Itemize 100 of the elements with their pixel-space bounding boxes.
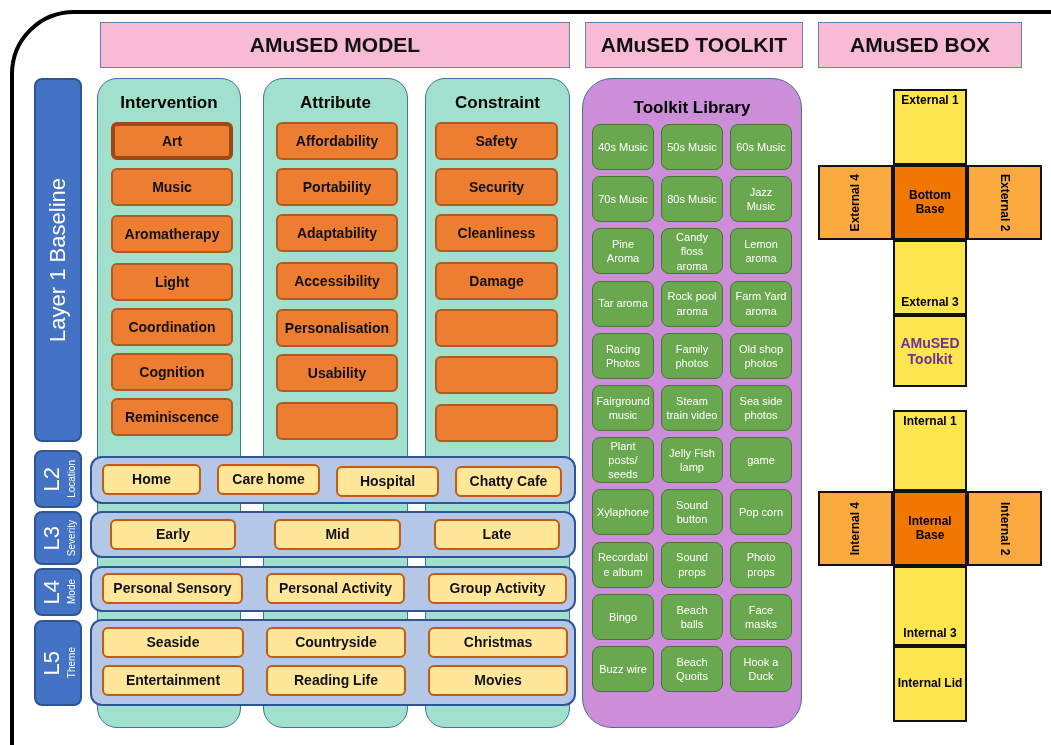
toolkit-item: Lemon aroma <box>730 228 792 275</box>
heading-text: L3 <box>38 525 64 551</box>
category-item: Adaptability <box>276 214 398 252</box>
option-item: Christmas <box>428 627 568 658</box>
box-net-face <box>818 491 893 566</box>
toolkit-item: 70s Music <box>592 176 654 223</box>
toolkit-item: 80s Music <box>661 176 723 223</box>
category-item: Safety <box>435 122 558 160</box>
heading-text: Intervention <box>120 93 218 113</box>
layer-tab <box>34 511 82 565</box>
option-item: Reading Life <box>266 665 406 696</box>
option-item: Entertainment <box>102 665 244 696</box>
category-item: Reminiscence <box>111 398 233 436</box>
toolkit-item: Sea side photos <box>730 385 792 431</box>
toolkit-item: Sound props <box>661 541 723 588</box>
toolkit-item: 40s Music <box>592 124 654 170</box>
heading-text: Internal 4 <box>848 501 863 556</box>
subheading-text: Severity <box>65 519 78 557</box>
category-item: Music <box>111 168 233 206</box>
heading-text: Constraint <box>455 93 540 113</box>
toolkit-item: Jelly Fish lamp <box>661 437 723 484</box>
toolkit-item: Old shop photos <box>730 332 792 379</box>
category-item: Cleanliness <box>435 214 558 252</box>
heading-text: Toolkit Library <box>633 98 751 118</box>
layer-tab <box>34 620 82 706</box>
category-item: Damage <box>435 262 558 300</box>
toolkit-item: Face masks <box>730 593 792 640</box>
empty-box <box>276 402 398 440</box>
option-item: Personal Activity <box>266 573 405 604</box>
heading-text: L2 <box>38 466 64 492</box>
heading-text: Layer 1 Baseline <box>45 178 71 342</box>
category-item: Usability <box>276 354 398 392</box>
toolkit-item: 60s Music <box>730 124 792 170</box>
empty-box <box>435 356 558 394</box>
heading-text: L5 <box>38 650 64 676</box>
category-item: Aromatherapy <box>111 215 233 253</box>
box-net-face: Internal 3 <box>893 566 967 646</box>
option-item: Early <box>110 519 236 550</box>
box-net-face: External 1 <box>893 89 967 165</box>
category-item: Security <box>435 168 558 206</box>
subheading-text: Location <box>65 460 78 498</box>
category-item: Portability <box>276 168 398 206</box>
toolkit-item: Photo props <box>730 541 792 588</box>
empty-box <box>435 404 558 442</box>
category-item: Personalisation <box>276 309 398 347</box>
box-net-face: AMuSED Toolkit <box>893 315 967 387</box>
toolkit-item: Xylaphone <box>592 489 654 536</box>
box-net-face <box>967 165 1042 240</box>
library-panel <box>582 78 802 728</box>
category-item: Accessibility <box>276 262 398 300</box>
toolkit-item: 50s Music <box>661 124 723 170</box>
option-item: Movies <box>428 665 568 696</box>
toolkit-item: Buzz wire <box>592 646 654 692</box>
category-item: Art <box>111 122 233 160</box>
toolkit-item: Jazz Music <box>730 176 792 223</box>
option-item: Group Activity <box>428 573 567 604</box>
toolkit-item: Pine Aroma <box>592 228 654 275</box>
box-net-face: Internal Lid <box>893 646 967 722</box>
heading-text: External 4 <box>848 173 863 232</box>
toolkit-item: Racing Photos <box>592 332 654 379</box>
option-item: Mid <box>274 519 401 550</box>
box-net-face: Bottom Base <box>893 165 967 240</box>
box-net-face <box>818 165 893 240</box>
category-item: Coordination <box>111 308 233 346</box>
toolkit-item: Recordable album <box>592 541 654 588</box>
toolkit-item: Candy floss aroma <box>661 228 723 275</box>
box-net-face: Internal 1 <box>893 410 967 491</box>
category-item: Cognition <box>111 353 233 391</box>
layer-tab <box>34 568 82 616</box>
category-item: Affordability <box>276 122 398 160</box>
box-net-face: External 3 <box>893 240 967 315</box>
toolkit-item: Plant posts/ seeds <box>592 437 654 484</box>
toolkit-item: game <box>730 437 792 484</box>
toolkit-item: Beach balls <box>661 593 723 640</box>
layer-tab <box>34 78 82 442</box>
option-item: Personal Sensory <box>102 573 243 604</box>
empty-box <box>435 309 558 347</box>
box-net-face <box>967 491 1042 566</box>
toolkit-item: Sound button <box>661 489 723 536</box>
toolkit-item: Hook a Duck <box>730 646 792 692</box>
heading-text: External 2 <box>997 173 1012 232</box>
box-net-face: Internal Base <box>893 491 967 566</box>
toolkit-item: Tar aroma <box>592 280 654 327</box>
option-item: Chatty Cafe <box>455 466 562 497</box>
category-item: Light <box>111 263 233 301</box>
toolkit-item: Steam train video <box>661 385 723 431</box>
header-banner: AMuSED BOX <box>818 22 1022 68</box>
subheading-text: Theme <box>65 647 78 679</box>
toolkit-item: Rock pool aroma <box>661 280 723 327</box>
layer-tab <box>34 450 82 508</box>
option-item: Home <box>102 464 201 495</box>
option-item: Countryside <box>266 627 406 658</box>
heading-text: L4 <box>38 579 64 605</box>
toolkit-item: Beach Quoits <box>661 646 723 692</box>
header-banner: AMuSED MODEL <box>100 22 570 68</box>
toolkit-item: Family photos <box>661 332 723 379</box>
toolkit-item: Fairground music <box>592 385 654 431</box>
option-item: Late <box>434 519 560 550</box>
heading-text: Attribute <box>300 93 371 113</box>
toolkit-item: Farm Yard aroma <box>730 280 792 327</box>
